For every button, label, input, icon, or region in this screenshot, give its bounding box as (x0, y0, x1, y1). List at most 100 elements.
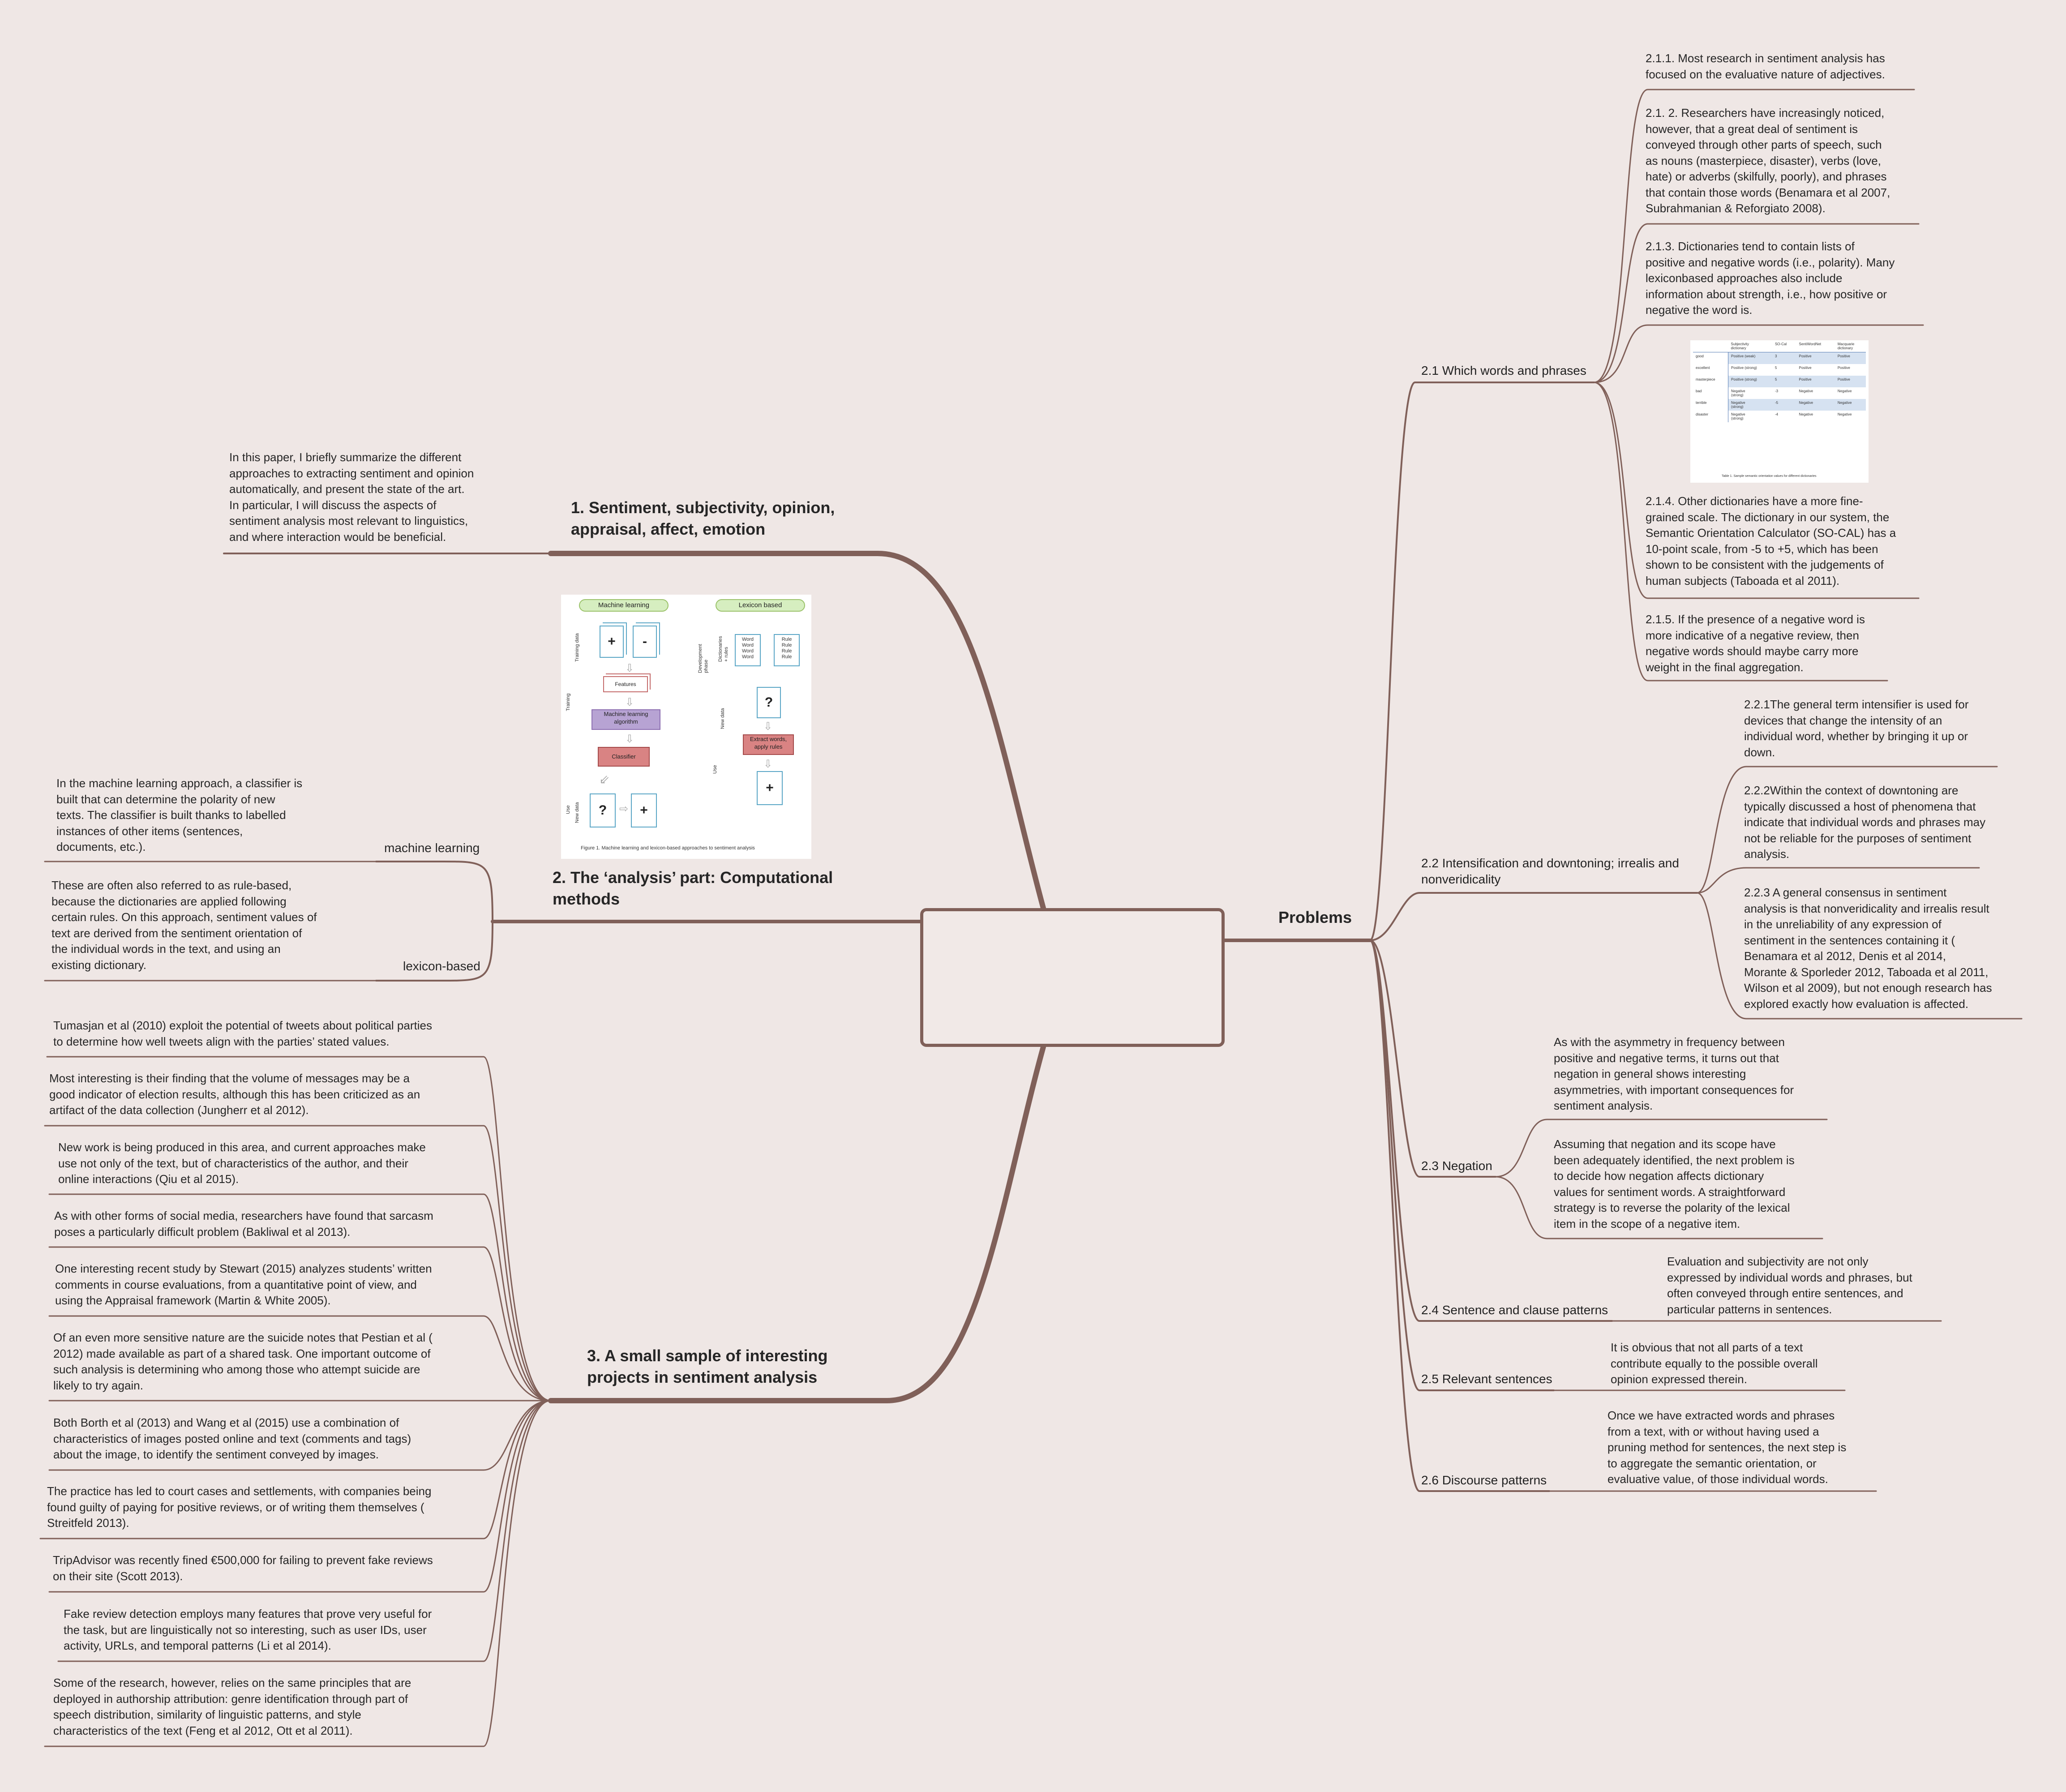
lex-use-label: Use (712, 765, 718, 774)
new-data-label: New data (574, 802, 580, 823)
figure-caption: Figure 1. Machine learning and lexicon-b… (581, 845, 755, 851)
table-cell: Negative (1799, 412, 1813, 416)
table-cell: Negative (1835, 399, 1866, 411)
diagonal-arrow-icon: ⇙ (599, 772, 610, 786)
lexicon-based-label[interactable]: lexicon-based (403, 959, 480, 973)
table-cell: Positive (strong) (1728, 376, 1772, 387)
note-2-1-5[interactable]: 2.1.5. If the presence of a negative wor… (1646, 613, 1865, 674)
table-cell: Positive (1835, 376, 1866, 387)
table-cell: Positive (weak) (1728, 352, 1772, 364)
subtopic-2-2[interactable]: 2.2 Intensification and downtoning; irre… (1421, 856, 1679, 886)
table-cell: terrible (1693, 399, 1729, 411)
central-topic[interactable] (920, 908, 1225, 1047)
table-cell: -5 (1772, 399, 1796, 411)
right-arrow-icon: ⇨ (619, 803, 629, 815)
project-note[interactable]: Most interesting is their finding that t… (49, 1072, 420, 1117)
training-label: Training (566, 693, 571, 711)
subtopic-2-6[interactable]: 2.6 Discourse patterns (1421, 1473, 1547, 1487)
table-cell: Negative (1796, 399, 1835, 411)
words-list: Word Word Word Word (735, 634, 761, 666)
project-note[interactable]: Both Borth et al (2013) and Wang et al (… (53, 1416, 411, 1461)
project-note[interactable]: Of an even more sensitive nature are the… (53, 1331, 433, 1392)
branch-3-title[interactable]: 3. A small sample of interesting project… (587, 1346, 828, 1386)
table-cell: SO-Cal (1775, 342, 1787, 346)
table-cell (1693, 340, 1728, 352)
note-2-1-3[interactable]: 2.1.3. Dictionaries tend to contain list… (1646, 240, 1895, 317)
table-cell: excellent (1693, 364, 1729, 376)
project-note[interactable]: Fake review detection employs many featu… (64, 1607, 432, 1652)
table-cell: bad (1693, 387, 1729, 399)
note-2-3-1[interactable]: As with the asymmetry in frequency betwe… (1554, 1035, 1794, 1112)
table-cell: Negative (strong) (1731, 412, 1745, 420)
subtopic-2-5[interactable]: 2.5 Relevant sentences (1421, 1372, 1552, 1386)
note-2-3-2[interactable]: Assuming that negation and its scope hav… (1554, 1137, 1795, 1230)
project-note[interactable]: The practice has led to court cases and … (47, 1484, 432, 1530)
ml-algorithm-box: Machine learning algorithm (592, 709, 660, 730)
subtopic-2-3[interactable]: 2.3 Negation (1421, 1159, 1492, 1173)
so-values-table-image: Subjectivity dictionary SO-Cal SentiWordNe… (1690, 340, 1869, 483)
branch-2-title[interactable]: 2. The ‘analysis’ part: Computational me… (553, 868, 833, 908)
note-2-4[interactable]: Evaluation and subjectivity are not only… (1667, 1255, 1912, 1316)
subtopic-2-4[interactable]: 2.4 Sentence and clause patterns (1421, 1303, 1608, 1317)
use-label: Use (566, 805, 571, 814)
machine-learning-label[interactable]: machine learning (384, 841, 480, 855)
table-header-row: Subjectivity dictionary SO-Cal SentiWordNe… (1693, 340, 1866, 352)
note-2-6[interactable]: Once we have extracted words and phrases… (1607, 1409, 1847, 1486)
table-cell: -3 (1775, 389, 1779, 393)
table-cell: Macquarie dictionary (1837, 342, 1855, 350)
project-note[interactable]: One interesting recent study by Stewart … (55, 1262, 432, 1307)
table-cell: masterpiece (1693, 376, 1729, 387)
table-cell: Positive (1796, 376, 1835, 387)
table-cell: Positive (1837, 366, 1850, 370)
table-cell: SentiWordNet (1799, 342, 1822, 346)
down-arrow-icon: ⇩ (625, 696, 634, 708)
table-caption: Table 1. Sample semantic orientation val… (1722, 475, 1817, 478)
table-cell: 3 (1772, 352, 1796, 364)
table-cell: Positive (1799, 366, 1812, 370)
note-2-1-2[interactable]: 2.1. 2. Researchers have increasingly no… (1646, 106, 1890, 215)
classifier-box: Classifier (598, 747, 650, 767)
table-cell: good (1693, 352, 1729, 364)
table-cell: 5 (1775, 366, 1777, 370)
project-note[interactable]: New work is being produced in this area,… (58, 1140, 426, 1186)
project-note[interactable]: Some of the research, however, relies on… (53, 1676, 411, 1737)
project-note[interactable]: Tumasjan et al (2010) exploit the potent… (53, 1019, 432, 1048)
lex-new-data-label: New data (720, 708, 725, 729)
machine-learning-note[interactable]: In the machine learning approach, a clas… (56, 776, 303, 853)
rules-list: Rule Rule Rule Rule (774, 634, 800, 666)
plus-docs: + (600, 626, 624, 658)
note-2-2-1[interactable]: 2.2.1The general term intensifier is use… (1744, 698, 1969, 759)
down-arrow-icon: ⇩ (763, 758, 773, 770)
table-cell: Subjectivity dictionary (1731, 342, 1749, 350)
note-2-1-4[interactable]: 2.1.4. Other dictionaries have a more fi… (1646, 494, 1896, 587)
subtopic-2-1[interactable]: 2.1 Which words and phrases (1421, 364, 1586, 377)
table-cell: Negative (1799, 389, 1813, 393)
figure-ml-vs-lexicon: Machine learning Lexicon based Training … (561, 595, 811, 859)
branch-1-note[interactable]: In this paper, I briefly summarize the d… (229, 450, 474, 544)
lex-plus-doc: + (757, 771, 783, 805)
dictionaries-label: Dictionaries + rules (718, 636, 729, 662)
note-2-5[interactable]: It is obvious that not all parts of a te… (1611, 1341, 1818, 1386)
down-arrow-icon: ⇩ (763, 720, 773, 733)
note-2-2-3[interactable]: 2.2.3 A general consensus in sentiment a… (1744, 886, 1992, 1011)
table-cell: Negative (1837, 412, 1852, 416)
project-note[interactable]: TripAdvisor was recently fined €500,000 … (53, 1553, 433, 1583)
lexicon-based-note[interactable]: These are often also referred to as rule… (51, 879, 317, 972)
branch-1-title[interactable]: 1. Sentiment, subjectivity, opinion, app… (571, 498, 835, 538)
problems-title[interactable]: Problems (1278, 908, 1352, 926)
note-2-2-2[interactable]: 2.2.2Within the context of downtoning ar… (1744, 784, 1986, 861)
dev-phase-label: Development phase (698, 644, 709, 673)
table-cell: Positive (strong) (1731, 366, 1757, 370)
table-cell: Positive (1796, 352, 1835, 364)
note-2-1-1[interactable]: 2.1.1. Most research in sentiment analys… (1646, 51, 1885, 81)
extract-words-box: Extract words, apply rules (743, 734, 794, 755)
project-note[interactable]: As with other forms of social media, res… (54, 1209, 433, 1239)
table-cell: -4 (1775, 412, 1779, 416)
question-doc: ? (590, 793, 616, 827)
